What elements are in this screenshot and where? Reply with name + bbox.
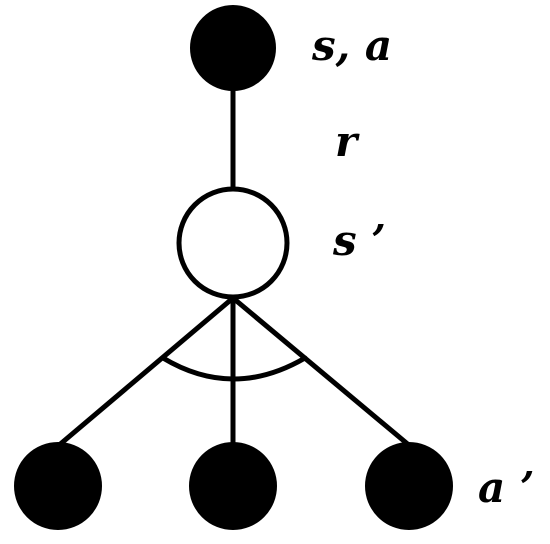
right-action-node: [365, 442, 453, 530]
middle-action-node: [189, 442, 277, 530]
edge-state-to-right-action: [230, 295, 413, 449]
edge-state-to-left-action: [55, 295, 236, 449]
left-action-node: [14, 442, 102, 530]
reward-label: r: [335, 117, 360, 166]
max-arc: [160, 355, 308, 382]
next-state-node: [176, 186, 290, 300]
next-action-label: a ’: [478, 463, 534, 512]
next-state-label: s ’: [332, 216, 386, 265]
root-label: s, a: [311, 21, 392, 70]
root-state-action-node: [190, 5, 276, 91]
